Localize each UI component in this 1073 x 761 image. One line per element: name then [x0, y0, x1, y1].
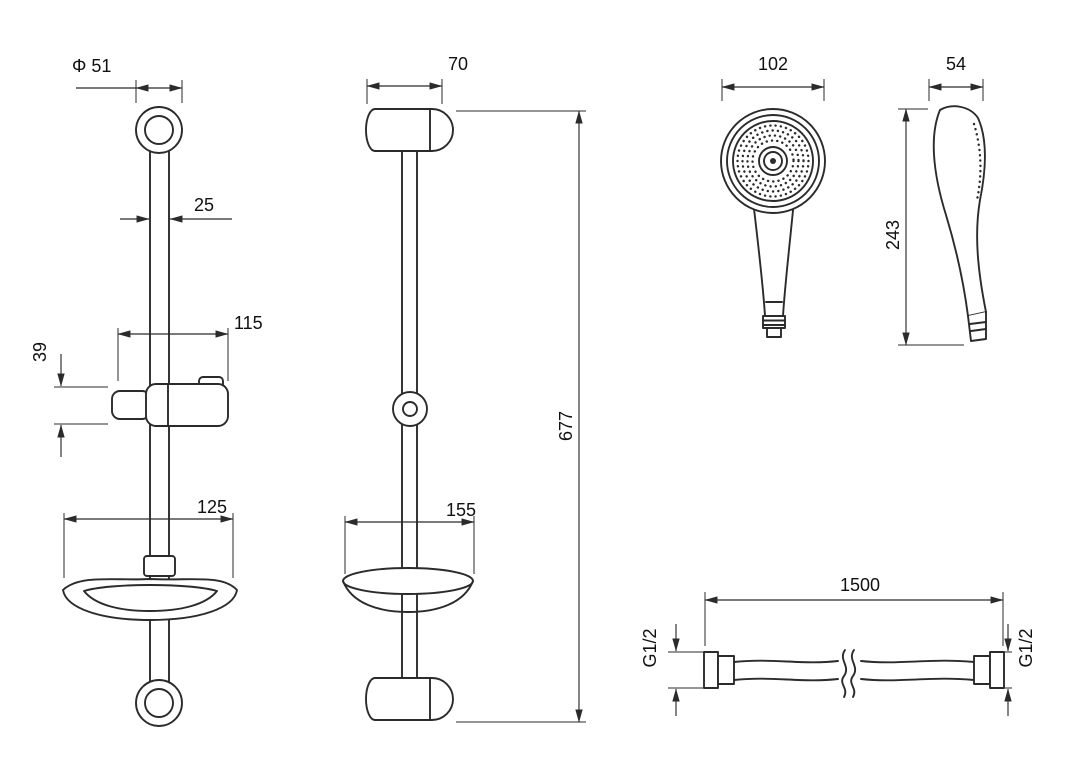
- dim-wall-offset: 70: [366, 54, 468, 104]
- dim-label-handshower-length: 243: [883, 220, 903, 250]
- dim-head-diameter: 102: [721, 54, 825, 101]
- dim-label-thread-right: G1/2: [1016, 628, 1036, 667]
- soap-dish-front: [62, 555, 238, 621]
- dim-label-head-depth: 54: [946, 54, 966, 74]
- dim-label-wall-offset: 70: [448, 54, 468, 74]
- dim-label-hose-length: 1500: [840, 575, 880, 595]
- dim-holder-width: 115: [117, 313, 263, 381]
- handshower-handle: [752, 199, 795, 338]
- dim-soap-dish-width: 125: [63, 497, 234, 578]
- dim-label-soap-dish-width: 125: [197, 497, 227, 517]
- dim-ring-diameter: Φ 51: [72, 56, 183, 103]
- dim-thread-right: G1/2: [1004, 624, 1036, 716]
- soap-dish-side: [342, 567, 474, 613]
- dim-label-overall-height: 677: [556, 411, 576, 441]
- handset-holder-front: [111, 376, 229, 427]
- top-ring-inner: [144, 115, 174, 145]
- hose-body: [703, 649, 1005, 698]
- dim-label-soap-dish-depth: 155: [446, 500, 476, 520]
- dim-overall-height: 677: [456, 110, 586, 723]
- dim-hose-length: 1500: [704, 575, 1004, 646]
- dim-bar-width: 25: [120, 195, 232, 223]
- dim-label-ring-diameter: Φ 51: [72, 56, 111, 76]
- rail-side-view: 70 677 155: [342, 54, 586, 723]
- dim-label-thread-left: G1/2: [640, 628, 660, 667]
- handshower-side-view: 54 243: [883, 54, 987, 346]
- dim-label-head-diameter: 102: [758, 54, 788, 74]
- bottom-ring-inner: [144, 688, 174, 718]
- hose-break-mark: [850, 649, 857, 698]
- dim-label-holder-width: 115: [234, 313, 263, 333]
- dim-label-bar-width: 25: [194, 195, 214, 215]
- dim-head-depth: 54: [928, 54, 984, 101]
- top-ring: [135, 106, 183, 154]
- rail-front-view: Φ 51 25 115 39 125: [30, 56, 263, 727]
- dim-holder-height: 39: [30, 342, 108, 457]
- bottom-ring: [135, 679, 183, 727]
- dim-thread-left: G1/2: [640, 624, 704, 716]
- spray-nozzle-ring: [741, 129, 805, 193]
- bottom-wall-bracket: [365, 677, 454, 721]
- handshower-side-profile: [932, 105, 987, 342]
- hose-break-mark: [841, 649, 848, 698]
- spray-face-edge: [972, 122, 982, 202]
- handset-holder-side: [392, 391, 428, 427]
- hose-right-fitting: [989, 651, 1005, 689]
- dim-label-holder-height: 39: [30, 342, 50, 362]
- spray-nozzle-ring: [746, 134, 800, 188]
- hose-left-fitting: [703, 651, 719, 689]
- spray-nozzle-ring: [751, 139, 795, 183]
- dim-soap-dish-depth: 155: [344, 500, 476, 574]
- dim-handshower-length: 243: [883, 108, 964, 346]
- top-wall-bracket: [365, 108, 454, 152]
- handshower-head-face: [720, 108, 826, 214]
- spray-nozzle-ring: [736, 124, 810, 198]
- handshower-front-view: 102: [720, 54, 826, 338]
- hose-view: 1500 G1/2 G1/2: [640, 575, 1036, 716]
